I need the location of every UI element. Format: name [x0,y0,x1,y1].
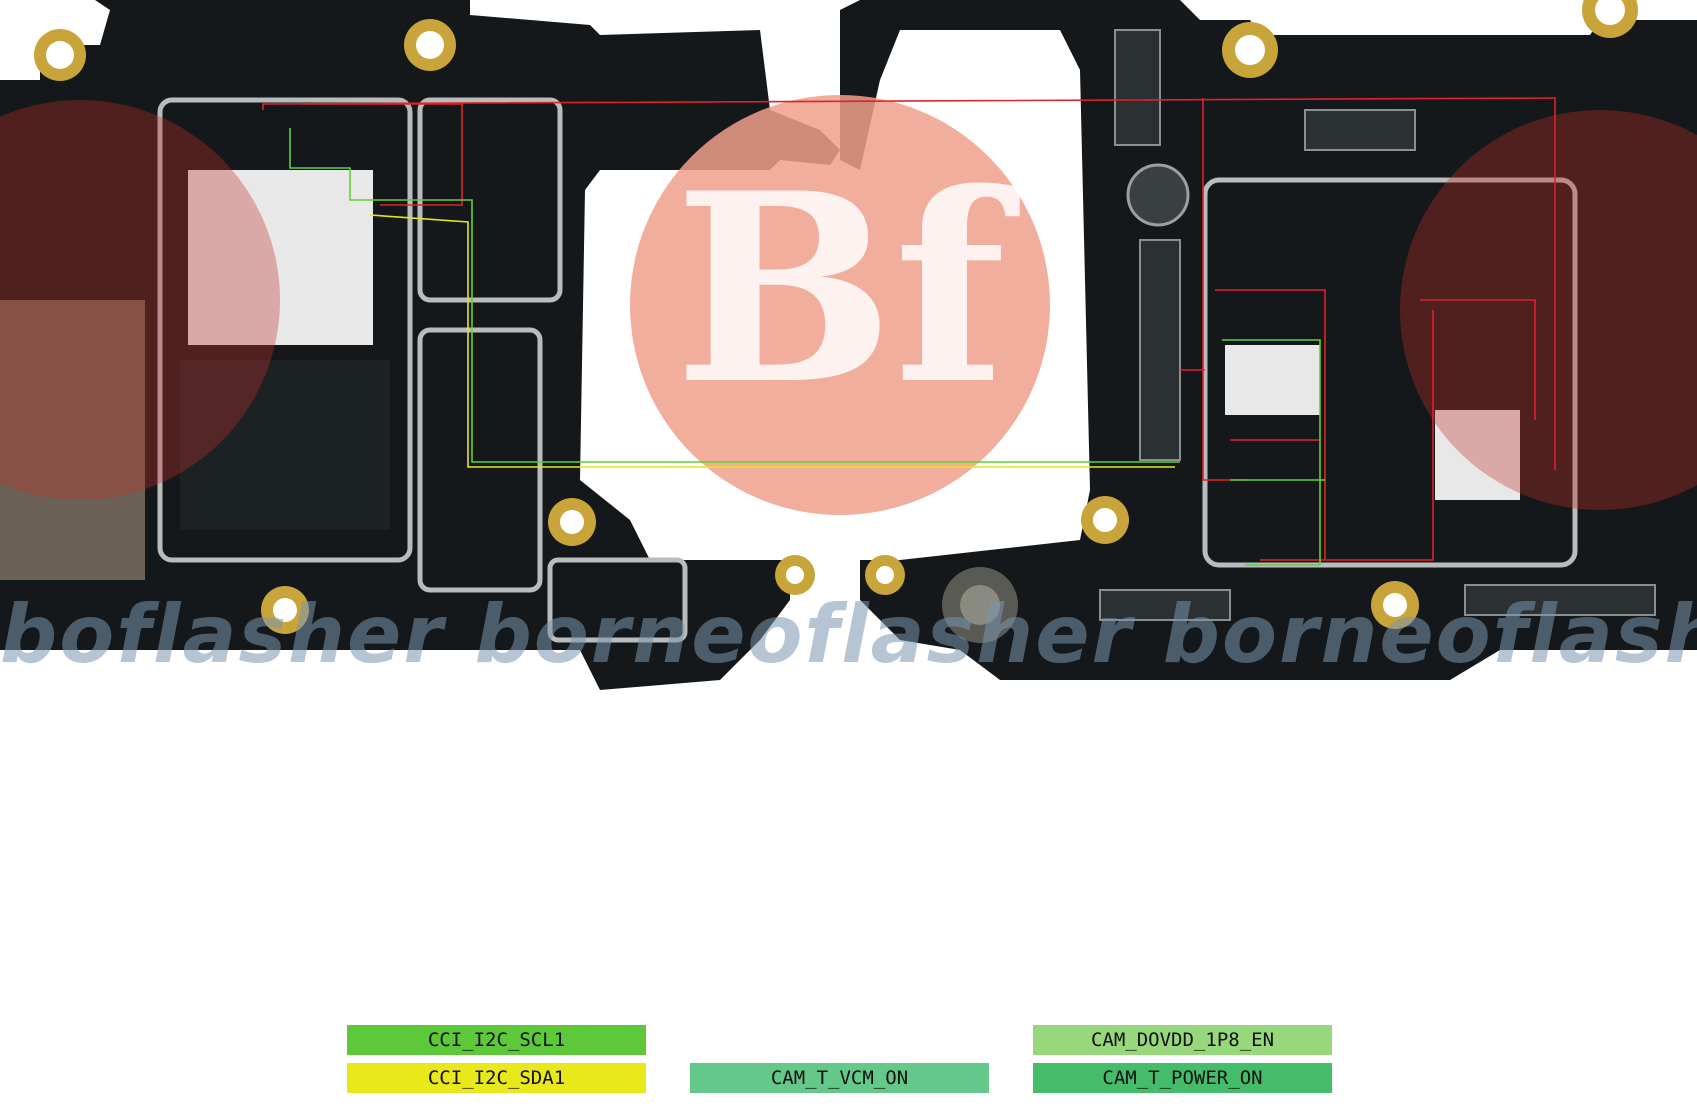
screw-head [960,585,1000,625]
legend-cam-dovdd-1p8-en: CAM_DOVDD_1P8_EN [1033,1025,1332,1055]
legend-cci-i2c-scl1: CCI_I2C_SCL1 [347,1025,646,1055]
legend-cci-i2c-sda1: CCI_I2C_SDA1 [347,1063,646,1093]
svg-text:Bf: Bf [674,137,1020,442]
logo-watermark-left [0,100,280,500]
legend-cam-t-vcm-on: CAM_T_VCM_ON [690,1063,989,1093]
logo-watermark: Bf [630,95,1050,515]
legend-cam-t-power-on: CAM_T_POWER_ON [1033,1063,1332,1093]
camera-module [1126,163,1190,227]
logo-watermark-right [1400,110,1697,510]
memory-chip [180,360,390,530]
connectors [1099,29,1656,621]
sim-tray [0,300,145,580]
trace-yellow [369,214,1175,468]
trace-green [289,128,1325,566]
shield-frames [157,97,1578,643]
pcb-board-image: Bf boflasher borneoflasher borneoflashe [0,0,1697,690]
watermark-text: boflasher borneoflasher borneoflasher bo… [0,590,1697,680]
mounting-holes [34,0,1638,634]
pcb-board-drawing: Bf [0,0,1697,690]
bga-chips [188,170,1520,500]
trace-red [262,97,1556,561]
